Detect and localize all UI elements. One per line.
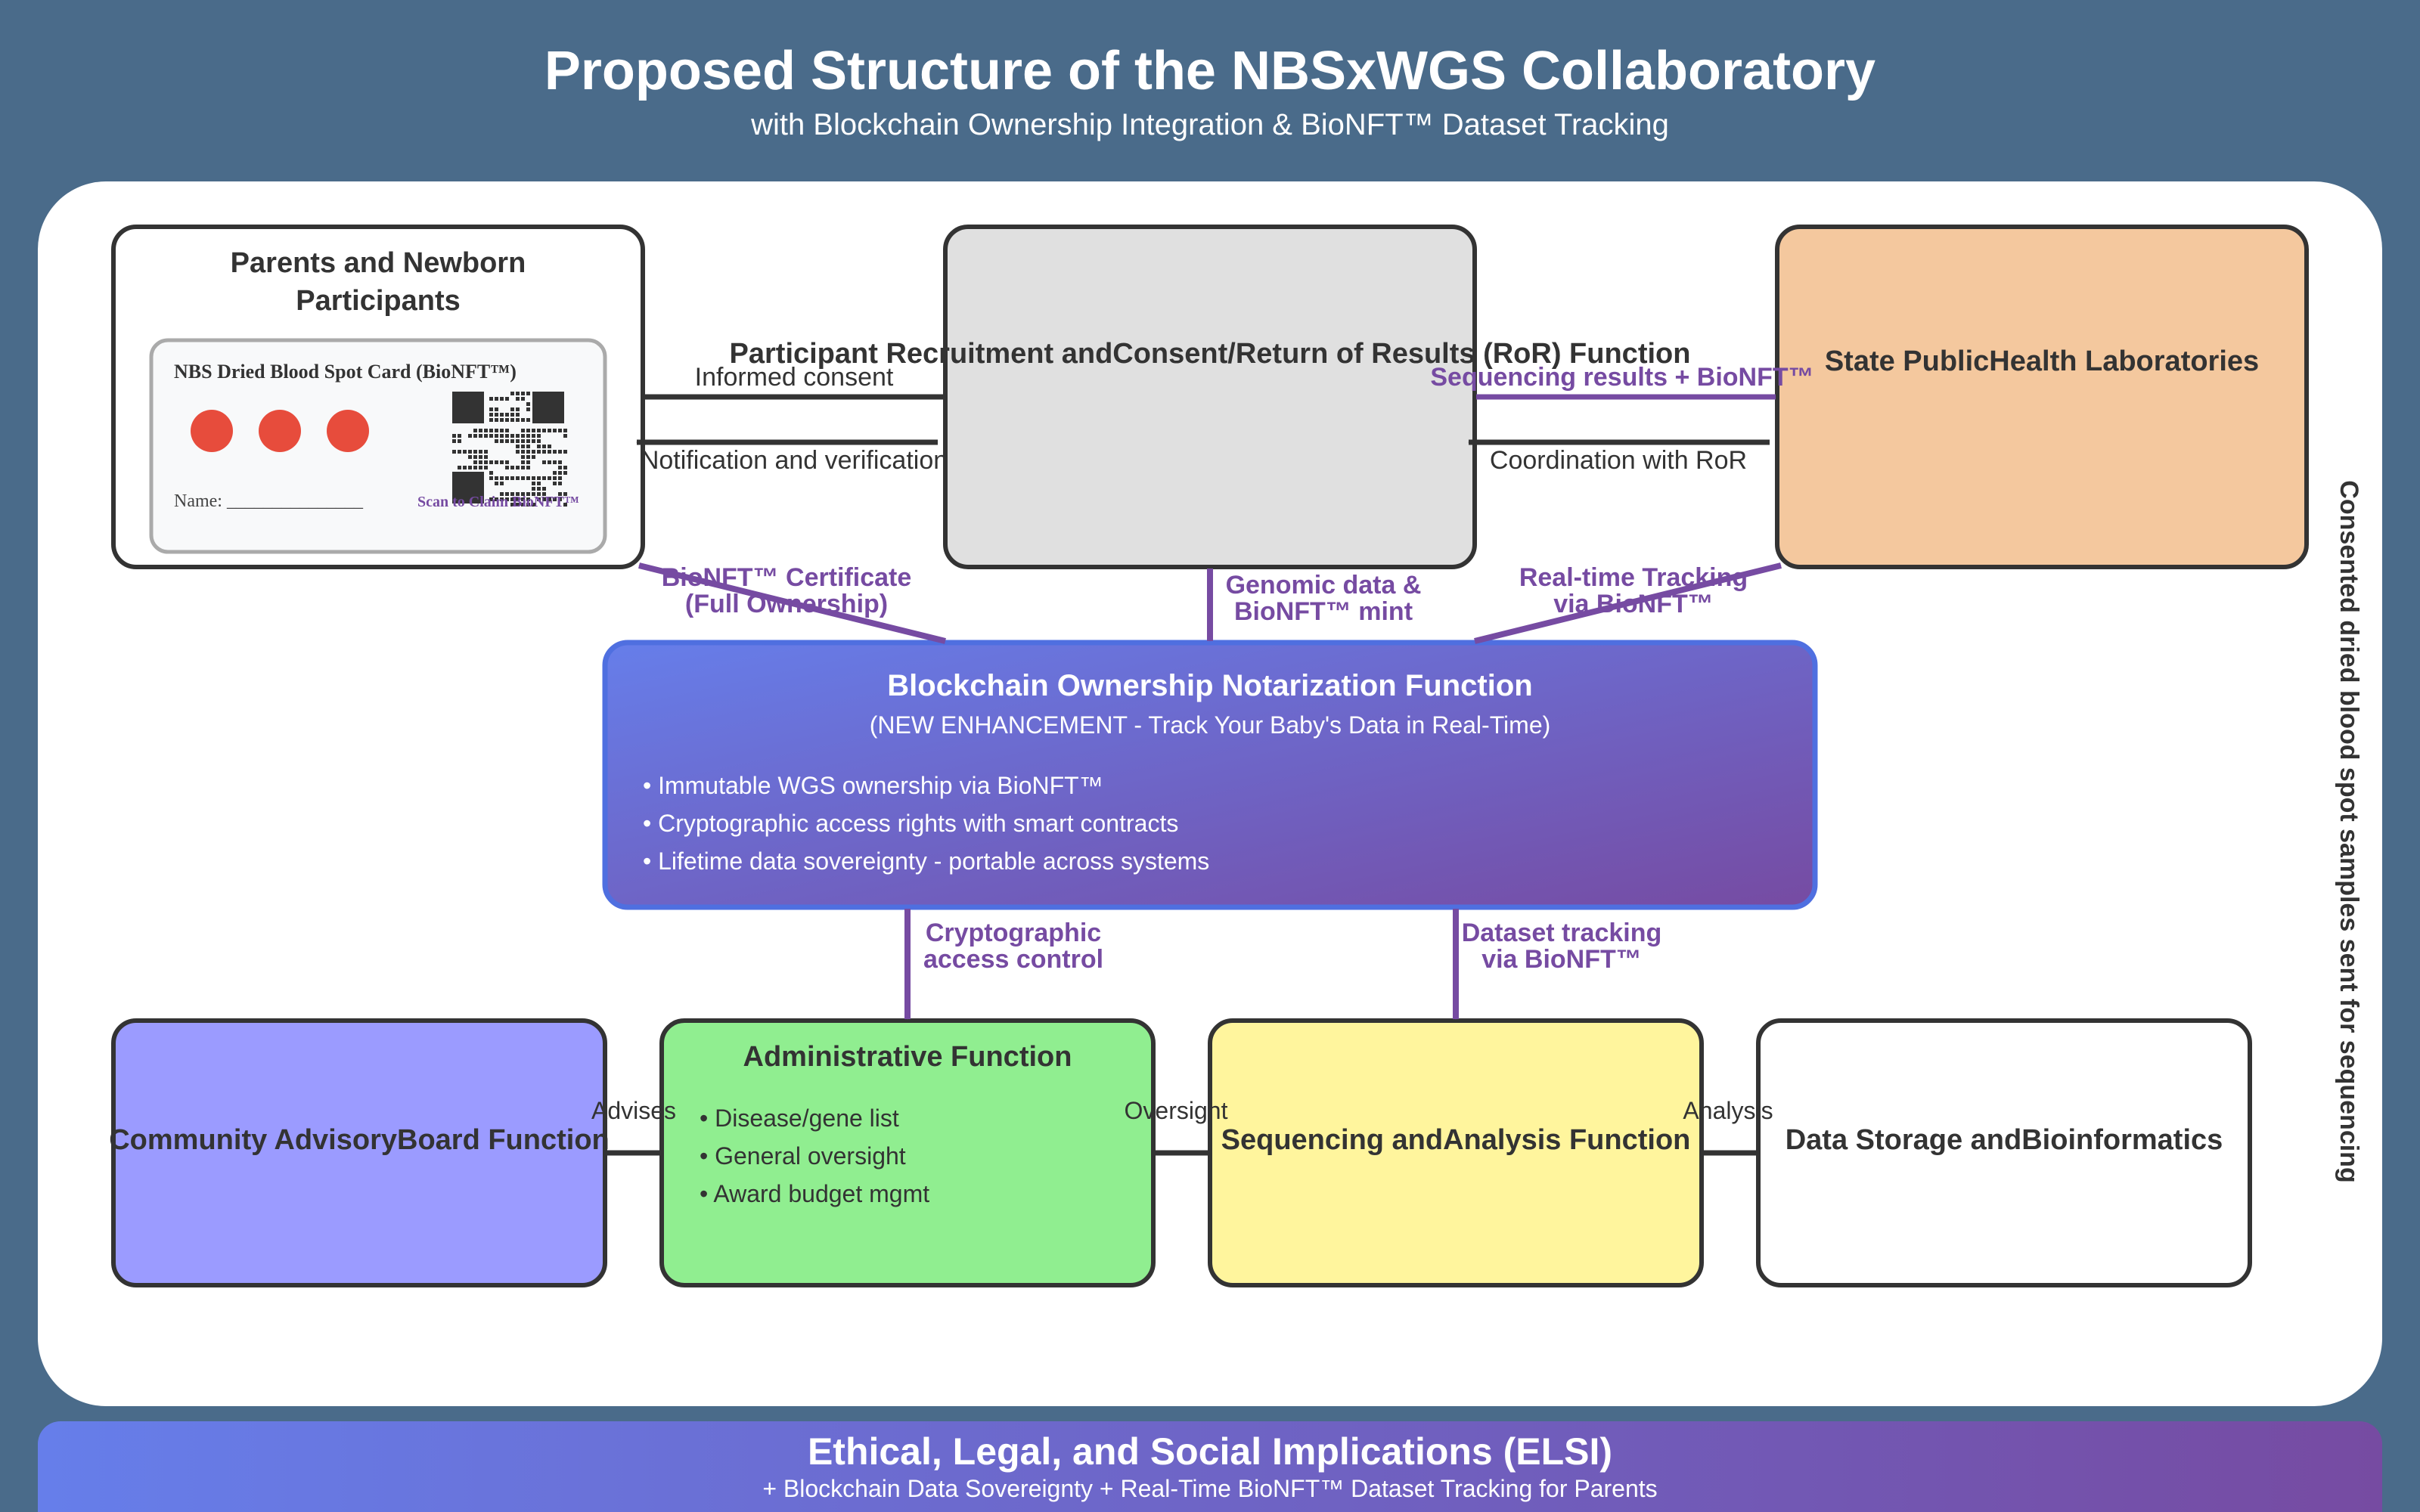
- advises-label: Advises: [591, 1097, 676, 1124]
- recruitment-title: Participant Recruitment andConsent/Retur…: [730, 338, 1691, 370]
- dataset-label: Dataset tracking: [1462, 919, 1662, 947]
- admin-box[interactable]: Administrative Function • Disease/gene l…: [659, 1018, 1156, 1287]
- coordination-label: Coordination with RoR: [1490, 446, 1747, 475]
- certificate-label: BioNFT™ Certificate: [662, 563, 912, 592]
- crypto-label-line2: access control: [923, 945, 1103, 974]
- realtime-label-line2: via BioNFT™: [1553, 590, 1714, 618]
- dataset-label-line2: via BioNFT™: [1481, 945, 1642, 974]
- card-title: NBS Dried Blood Spot Card (BioNFT™): [174, 361, 517, 383]
- admin-bullet: • Award budget mgmt: [700, 1180, 929, 1207]
- realtime-label: Real-time Tracking: [1519, 563, 1748, 592]
- genomic-label: Genomic data &: [1226, 571, 1422, 600]
- blockchain-bullet: • Immutable WGS ownership via BioNFT™: [643, 772, 1103, 799]
- certificate-label-line2: (Full Ownership): [685, 590, 888, 618]
- card-name-field: Name: _______________: [174, 491, 364, 511]
- seq-results-label: Sequencing results + BioNFT™: [1430, 363, 1813, 392]
- sequencing-box[interactable]: Sequencing andAnalysis Function: [1208, 1018, 1704, 1287]
- realtime-arrow: [1474, 562, 1782, 644]
- community-box[interactable]: Community AdvisoryBoard Function: [109, 1018, 610, 1287]
- page-title: Proposed Structure of the NBSxWGS Collab…: [544, 41, 1876, 101]
- certificate-arrow: [638, 562, 946, 644]
- blood-spot-icon: [191, 410, 233, 452]
- storage-title: Data Storage andBioinformatics: [1786, 1124, 2223, 1156]
- admin-bullet: • Disease/gene list: [700, 1105, 899, 1132]
- informed-consent-label: Informed consent: [695, 363, 894, 392]
- parents-title-line2: Participants: [296, 285, 461, 317]
- storage-box[interactable]: Data Storage andBioinformatics: [1756, 1018, 2252, 1287]
- blockchain-subtitle: (NEW ENHANCEMENT - Track Your Baby's Dat…: [870, 711, 1551, 739]
- blockchain-bullet: • Lifetime data sovereignty - portable a…: [643, 847, 1209, 875]
- blood-spot-icon: [259, 410, 301, 452]
- admin-bullet: • General oversight: [700, 1142, 906, 1170]
- card-scan-label: Scan to Claim BioNFT™: [417, 494, 579, 510]
- genomic-label-line2: BioNFT™ mint: [1234, 597, 1413, 626]
- parents-box[interactable]: Parents and Newborn Participants NBS Dri…: [111, 225, 645, 569]
- recruitment-box[interactable]: Participant Recruitment andConsent/Retur…: [730, 225, 1691, 569]
- labs-box[interactable]: State PublicHealth Laboratories: [1775, 225, 2309, 569]
- elsi-bar[interactable]: Ethical, Legal, and Social Implications …: [38, 1421, 2382, 1512]
- admin-title: Administrative Function: [743, 1041, 1072, 1073]
- blood-spot-icon: [327, 410, 369, 452]
- oversight-label: Oversight: [1125, 1097, 1228, 1124]
- analysis-label: Analysis: [1683, 1097, 1773, 1124]
- elsi-title: Ethical, Legal, and Social Implications …: [808, 1430, 1612, 1473]
- sequencing-title: Sequencing andAnalysis Function: [1221, 1124, 1691, 1156]
- blockchain-bullet: • Cryptographic access rights with smart…: [643, 810, 1178, 837]
- parents-title: Parents and Newborn: [231, 247, 526, 279]
- page-subtitle: with Blockchain Ownership Integration & …: [750, 108, 1669, 141]
- blockchain-box[interactable]: Blockchain Ownership Notarization Functi…: [602, 640, 1818, 910]
- labs-title: State PublicHealth Laboratories: [1825, 345, 2259, 377]
- notification-label: Notification and verification: [641, 446, 948, 475]
- crypto-label: Cryptographic: [926, 919, 1101, 947]
- community-title: Community AdvisoryBoard Function: [109, 1124, 610, 1156]
- blockchain-title: Blockchain Ownership Notarization Functi…: [887, 669, 1532, 702]
- blood-spot-card[interactable]: NBS Dried Blood Spot Card (BioNFT™) Name…: [149, 338, 607, 554]
- qr-code-icon[interactable]: [452, 392, 567, 507]
- side-label: Consented dried blood spot samples sent …: [2335, 480, 2363, 1182]
- elsi-subtitle: + Blockchain Data Sovereignty + Real-Tim…: [762, 1475, 1657, 1502]
